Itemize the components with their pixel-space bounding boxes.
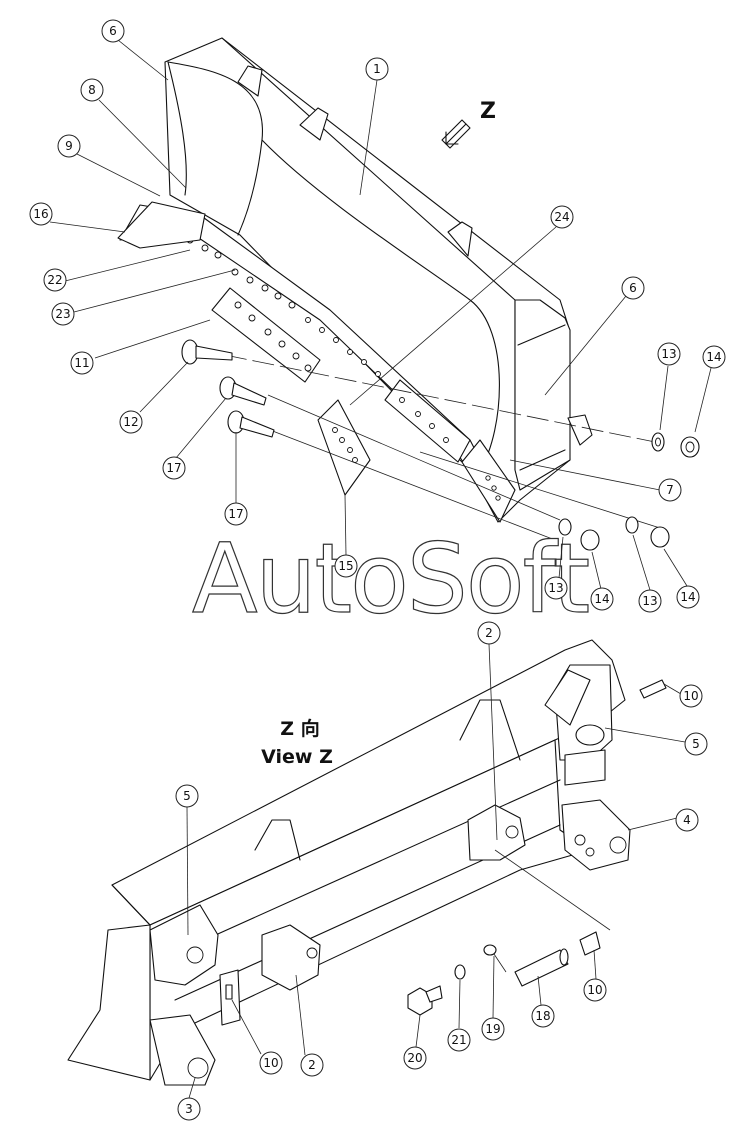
lock-19 bbox=[483, 944, 507, 973]
callout-13-b: 13 bbox=[544, 576, 568, 600]
svg-text:10: 10 bbox=[587, 983, 602, 997]
svg-text:21: 21 bbox=[451, 1033, 466, 1047]
svg-text:20: 20 bbox=[407, 1051, 422, 1065]
washer-13-a bbox=[651, 432, 665, 452]
view-title-en: View Z bbox=[261, 746, 333, 768]
svg-text:3: 3 bbox=[185, 1102, 193, 1116]
watermark: AutoSoft bbox=[192, 523, 589, 635]
callout-6: 6 bbox=[101, 19, 125, 43]
callout-5-right: 5 bbox=[684, 732, 708, 756]
grease-fitting-10-left bbox=[219, 969, 241, 1026]
svg-text:8: 8 bbox=[88, 83, 96, 97]
view-title-cn: Z 向 bbox=[280, 717, 319, 740]
svg-text:14: 14 bbox=[680, 590, 695, 604]
view-z-arrow-label: Z bbox=[480, 99, 496, 124]
callout-21: 21 bbox=[447, 1028, 471, 1052]
callout-12: 12 bbox=[119, 410, 143, 434]
segment-right-holes bbox=[399, 397, 449, 443]
svg-text:17: 17 bbox=[228, 507, 243, 521]
svg-text:9: 9 bbox=[65, 139, 73, 153]
pin-18 bbox=[514, 948, 569, 987]
svg-text:14: 14 bbox=[594, 592, 609, 606]
svg-text:1: 1 bbox=[373, 62, 381, 76]
callout-8: 8 bbox=[80, 78, 104, 102]
callout-14-b: 14 bbox=[590, 587, 614, 611]
washer-13-b bbox=[558, 518, 572, 536]
svg-text:2: 2 bbox=[308, 1058, 316, 1072]
blade-assembly: Z bbox=[117, 37, 700, 551]
leader-lines bbox=[49, 39, 712, 1099]
callout-14-top: 14 bbox=[702, 345, 726, 369]
svg-text:10: 10 bbox=[683, 689, 698, 703]
callout-10-pin: 10 bbox=[583, 978, 607, 1002]
svg-text:19: 19 bbox=[485, 1022, 500, 1036]
svg-text:16: 16 bbox=[33, 207, 48, 221]
callout-10-left: 10 bbox=[259, 1051, 283, 1075]
svg-text:18: 18 bbox=[535, 1009, 550, 1023]
grease-fitting-10-right bbox=[639, 679, 667, 699]
callout-22: 22 bbox=[43, 268, 67, 292]
callout-13-top: 13 bbox=[657, 342, 681, 366]
callout-19: 19 bbox=[481, 1017, 505, 1041]
nut-14-a bbox=[680, 436, 700, 458]
callout-13-c: 13 bbox=[638, 589, 662, 613]
bolt-17-upper bbox=[219, 376, 267, 406]
callout-5-left: 5 bbox=[175, 784, 199, 808]
callout-6-right: 6 bbox=[621, 276, 645, 300]
callout-11: 11 bbox=[70, 351, 94, 375]
callout-10-right: 10 bbox=[679, 684, 703, 708]
svg-text:23: 23 bbox=[55, 307, 70, 321]
callout-7: 7 bbox=[658, 478, 682, 502]
svg-text:6: 6 bbox=[109, 24, 117, 38]
callout-4: 4 bbox=[675, 808, 699, 832]
callout-2-top: 2 bbox=[477, 621, 501, 645]
svg-text:4: 4 bbox=[683, 813, 691, 827]
svg-text:24: 24 bbox=[554, 210, 569, 224]
svg-text:6: 6 bbox=[629, 281, 637, 295]
callout-2-bottom: 2 bbox=[300, 1053, 324, 1077]
callout-16: 16 bbox=[29, 202, 53, 226]
svg-text:13: 13 bbox=[642, 594, 657, 608]
svg-text:15: 15 bbox=[338, 559, 353, 573]
svg-text:12: 12 bbox=[123, 415, 138, 429]
svg-text:5: 5 bbox=[183, 789, 191, 803]
svg-text:10: 10 bbox=[263, 1056, 278, 1070]
grease-fitting-10-pin bbox=[579, 931, 601, 956]
svg-text:22: 22 bbox=[47, 273, 62, 287]
svg-text:2: 2 bbox=[485, 626, 493, 640]
callout-23: 23 bbox=[51, 302, 75, 326]
svg-text:13: 13 bbox=[661, 347, 676, 361]
segment-11-holes bbox=[234, 301, 312, 372]
svg-text:11: 11 bbox=[74, 356, 89, 370]
washer-13-c bbox=[625, 516, 639, 534]
callout-9: 9 bbox=[57, 134, 81, 158]
nut-14-c bbox=[650, 526, 670, 548]
callout-17-b: 17 bbox=[224, 502, 248, 526]
callout-15: 15 bbox=[334, 554, 358, 578]
washer-21 bbox=[454, 964, 466, 980]
svg-text:5: 5 bbox=[692, 737, 700, 751]
callout-18: 18 bbox=[531, 1004, 555, 1028]
callout-24: 24 bbox=[550, 205, 574, 229]
svg-text:13: 13 bbox=[548, 581, 563, 595]
callout-20: 20 bbox=[403, 1046, 427, 1070]
callout-1: 1 bbox=[365, 57, 389, 81]
push-frame-assembly: Z 向 View Z bbox=[67, 639, 667, 1086]
svg-text:7: 7 bbox=[666, 483, 674, 497]
callout-14-c: 14 bbox=[676, 585, 700, 609]
bolt-12 bbox=[181, 339, 233, 365]
callout-3: 3 bbox=[177, 1097, 201, 1121]
view-z-arrow bbox=[441, 119, 471, 149]
svg-text:14: 14 bbox=[706, 350, 721, 364]
nut-14-b bbox=[580, 529, 600, 551]
callout-17-a: 17 bbox=[162, 456, 186, 480]
svg-text:17: 17 bbox=[166, 461, 181, 475]
bolt-20 bbox=[407, 985, 443, 1016]
bolt-17-lower bbox=[227, 410, 275, 438]
